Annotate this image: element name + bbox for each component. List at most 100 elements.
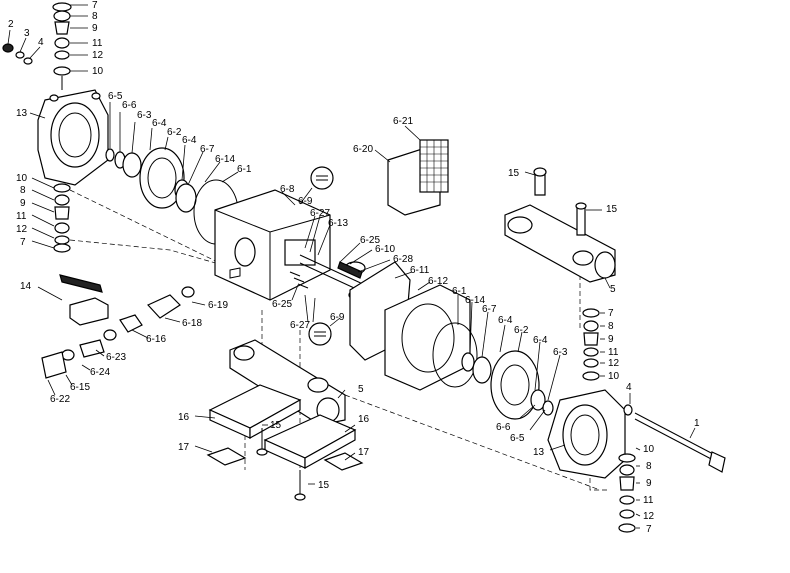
callout-6-16: 6-16	[146, 334, 166, 345]
upper-left-valve-stack	[2, 2, 72, 90]
callout-17-right: 17	[358, 447, 370, 458]
callout-1: 1	[694, 418, 700, 429]
callout-6-11: 6-11	[410, 265, 430, 276]
callout-10-left: 10	[16, 173, 28, 184]
callout-10-right-upper: 10	[608, 371, 620, 382]
leader-lines	[7, 4, 696, 529]
callout-8-right-lower: 8	[646, 461, 652, 472]
callout-14: 14	[20, 281, 32, 292]
callout-6-22: 6-22	[50, 394, 70, 405]
callout-6-27-top: 6-27	[310, 208, 330, 219]
callout-6-9-top: 6-9	[298, 196, 313, 207]
callout-6-2-right: 6-2	[514, 325, 529, 336]
callout-12-left: 12	[16, 224, 28, 235]
callout-15-bottom: 15	[318, 480, 330, 491]
callout-6-25-bottom: 6-25	[272, 299, 292, 310]
callout-6-23: 6-23	[106, 352, 126, 363]
callout-6-20: 6-20	[353, 144, 373, 155]
callout-7-right-upper: 7	[608, 308, 614, 319]
callout-6-10: 6-10	[375, 244, 395, 255]
callout-13-right: 13	[533, 447, 545, 458]
callout-labels: 7 8 9 11 12 10 2 3 4 13 10 8 9 11 12 7 1…	[8, 0, 700, 535]
callout-2: 2	[8, 19, 14, 30]
callout-6-9-bottom: 6-9	[330, 312, 345, 323]
callout-7-right-lower: 7	[646, 524, 652, 535]
callout-6-3-left: 6-3	[137, 110, 152, 121]
top-manifold	[504, 167, 616, 283]
left-outer-chamber	[37, 89, 109, 186]
callout-6-4b-right: 6-4	[533, 335, 548, 346]
callout-6-5-left: 6-5	[108, 91, 123, 102]
callout-6-25-top: 6-25	[360, 235, 380, 246]
callout-4-left: 4	[38, 37, 44, 48]
callout-6-4b-left: 6-4	[182, 135, 197, 146]
callout-12-top: 12	[92, 50, 104, 61]
callout-6-6-right: 6-6	[496, 422, 511, 433]
callout-8-top: 8	[92, 11, 98, 22]
right-diaphragm-set	[432, 322, 554, 420]
right-outer-chamber	[547, 389, 626, 479]
callout-9-top: 9	[92, 23, 98, 34]
callout-6-2-left: 6-2	[167, 127, 182, 138]
callout-9-right-upper: 9	[608, 334, 614, 345]
callout-9-right-lower: 9	[646, 478, 652, 489]
callout-6-27-bottom: 6-27	[290, 320, 310, 331]
assembly-guide-lines	[69, 189, 610, 491]
callout-6-3-right: 6-3	[553, 347, 568, 358]
callout-8-right-upper: 8	[608, 321, 614, 332]
callout-16-left: 16	[178, 412, 190, 423]
callout-6-14-left: 6-14	[215, 154, 235, 165]
callout-6-24: 6-24	[90, 367, 110, 378]
callout-6-12: 6-12	[428, 276, 448, 287]
bottom-manifold	[229, 339, 346, 426]
callout-13-left: 13	[16, 108, 28, 119]
callout-15-top-right: 15	[606, 204, 618, 215]
callout-4-right: 4	[626, 382, 632, 393]
callout-3: 3	[24, 28, 30, 39]
callout-11-right-lower: 11	[643, 495, 654, 506]
callout-7-left: 7	[20, 237, 26, 248]
left-diaphragm-set	[105, 147, 239, 245]
callout-6-1-left: 6-1	[237, 164, 252, 175]
mounting-feet	[206, 384, 364, 501]
air-inlet-fittings	[41, 274, 195, 379]
callout-6-15: 6-15	[70, 382, 90, 393]
callout-11-right-upper: 11	[608, 347, 619, 358]
callout-9-left: 9	[20, 198, 26, 209]
callout-6-18: 6-18	[182, 318, 202, 329]
callout-6-8: 6-8	[280, 184, 295, 195]
callout-6-4-left: 6-4	[152, 118, 167, 129]
right-upper-valve-stack	[582, 308, 600, 381]
callout-12-right-upper: 12	[608, 358, 620, 369]
callout-10-top: 10	[92, 66, 104, 77]
tie-rod-bolt	[623, 404, 726, 473]
center-right-plate	[349, 261, 471, 391]
callout-17-left: 17	[178, 442, 190, 453]
callout-6-1-right: 6-1	[452, 286, 467, 297]
callout-6-7-right: 6-7	[482, 304, 497, 315]
callout-15-foot: 15	[270, 420, 282, 431]
callout-5-top: 5	[610, 284, 616, 295]
callout-6-19: 6-19	[208, 300, 228, 311]
right-lower-valve-stack	[618, 453, 636, 533]
callout-6-21: 6-21	[393, 116, 413, 127]
callout-12-right-lower: 12	[643, 511, 655, 522]
center-body-block	[214, 189, 331, 301]
callout-11-top: 11	[92, 38, 103, 49]
callout-6-7-left: 6-7	[200, 144, 215, 155]
lower-left-valve-stack	[53, 183, 71, 253]
callout-6-4-right: 6-4	[498, 315, 513, 326]
callout-15-top-left: 15	[508, 168, 520, 179]
callout-6-5-right: 6-5	[510, 433, 525, 444]
callout-6-6-left: 6-6	[122, 100, 137, 111]
callout-11-left: 11	[16, 211, 27, 222]
muffler	[387, 139, 449, 216]
callout-6-14-right: 6-14	[465, 295, 485, 306]
callout-16-right: 16	[358, 414, 370, 425]
callout-6-28: 6-28	[393, 254, 413, 265]
callout-10-right-lower: 10	[643, 444, 655, 455]
callout-7-top: 7	[92, 0, 98, 11]
callout-6-13: 6-13	[328, 218, 348, 229]
callout-5-bottom: 5	[358, 384, 364, 395]
